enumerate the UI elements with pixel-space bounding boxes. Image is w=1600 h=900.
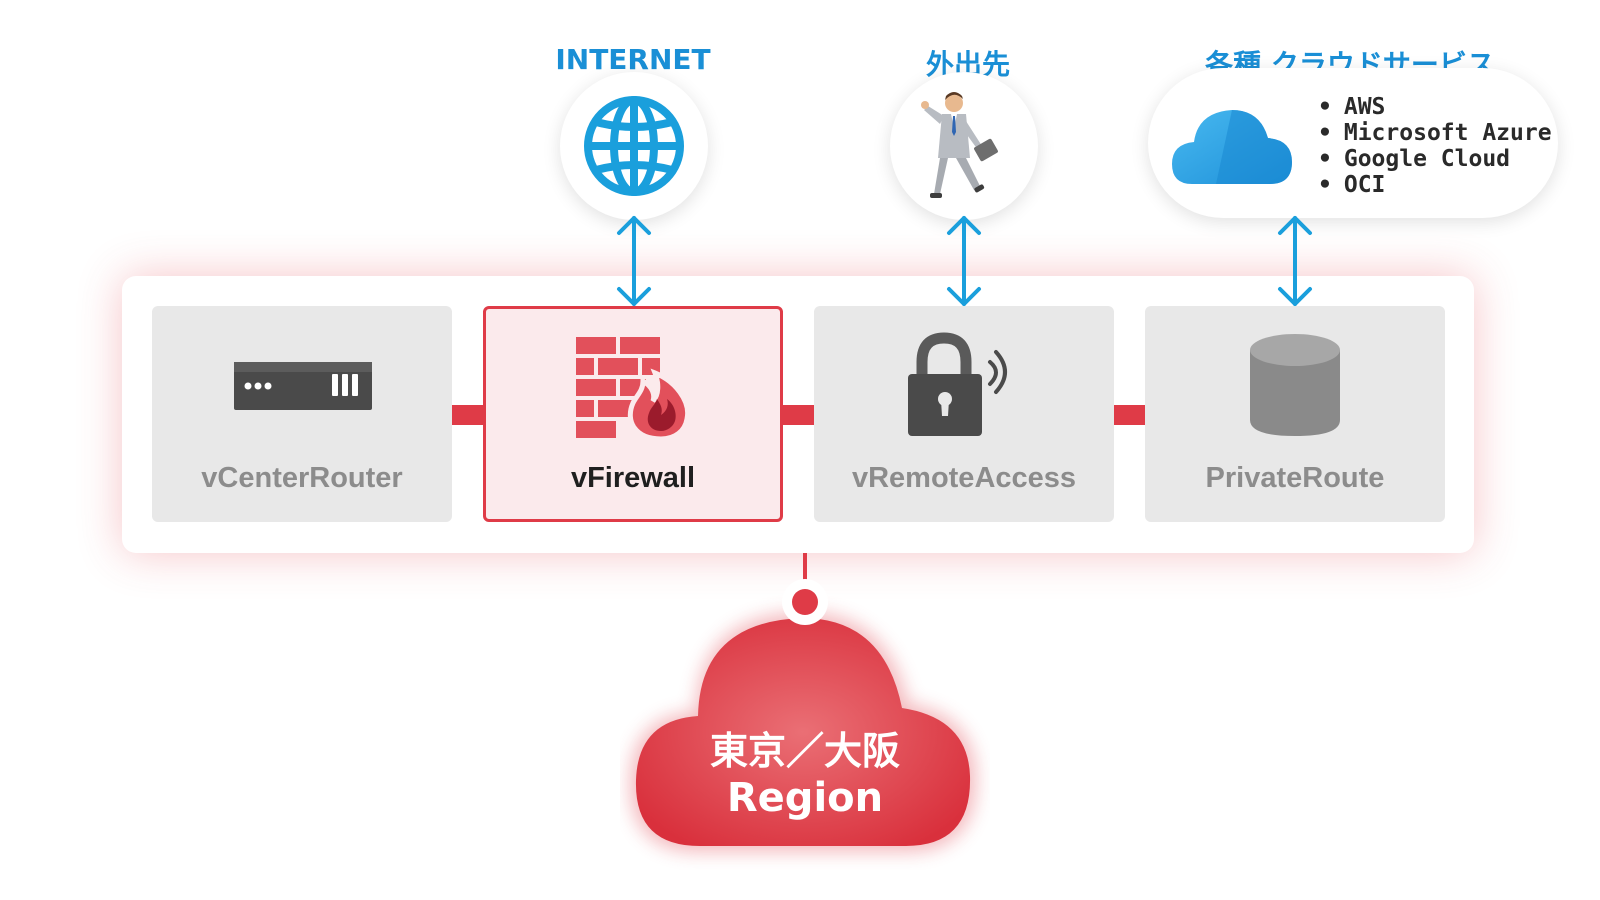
remote-site-node (890, 72, 1038, 220)
connector-link (1114, 405, 1146, 425)
firewall-icon (576, 337, 691, 442)
region-label: 東京／大阪 Region (640, 728, 970, 822)
card-vcenterrouter[interactable]: vCenterRouter (152, 306, 452, 522)
region-connector (803, 553, 807, 589)
router-icon (234, 362, 372, 410)
database-icon (1250, 334, 1340, 436)
connector-link (452, 405, 484, 425)
cloud-services-node: AWS Microsoft Azure Google Cloud OCI (1148, 68, 1558, 218)
cloud-service-item: Microsoft Azure (1318, 120, 1552, 146)
region-cloud-icon (629, 612, 977, 852)
businessman-icon (921, 92, 998, 198)
connector-link (783, 405, 815, 425)
internet-label: INTERNET (555, 43, 711, 76)
card-vremoteaccess[interactable]: vRemoteAccess (814, 306, 1114, 522)
double-arrow-icon (947, 216, 981, 306)
card-label: PrivateRoute (1205, 462, 1385, 494)
double-arrow-icon (1278, 216, 1312, 306)
cloud-service-item: Google Cloud (1318, 146, 1552, 172)
cloud-icon (1172, 110, 1292, 184)
card-label: vCenterRouter (201, 462, 403, 494)
internet-node (560, 72, 708, 220)
lock-icon (908, 332, 1007, 436)
card-label: vFirewall (570, 462, 696, 494)
card-label: vRemoteAccess (851, 462, 1077, 494)
card-vfirewall[interactable]: vFirewall (483, 306, 783, 522)
double-arrow-icon (617, 216, 651, 306)
cloud-service-item: AWS (1318, 94, 1552, 120)
region-suffix: Region (726, 775, 884, 821)
region-name: 東京／大阪 (709, 729, 900, 773)
cloud-service-item: OCI (1318, 172, 1552, 198)
globe-icon (584, 96, 684, 196)
card-privateroute[interactable]: PrivateRoute (1145, 306, 1445, 522)
region-pin (782, 579, 828, 625)
